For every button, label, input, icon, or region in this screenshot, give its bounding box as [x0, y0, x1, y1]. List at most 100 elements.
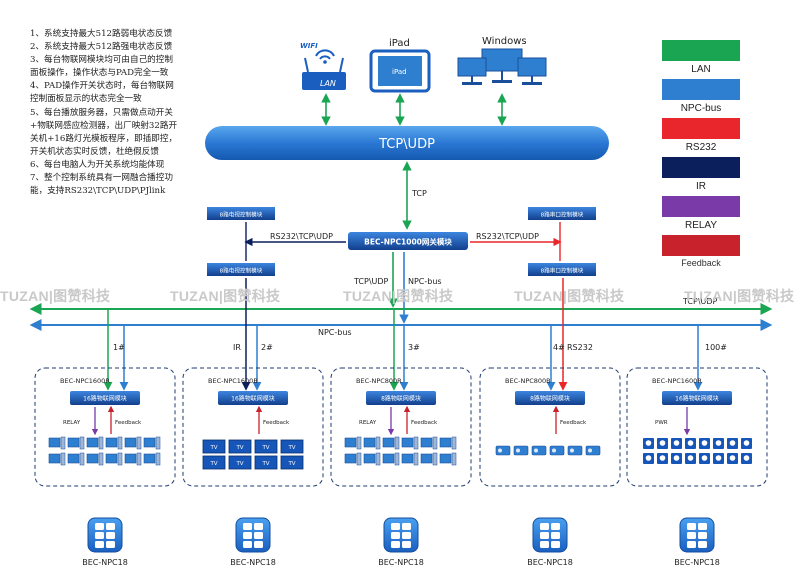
pc-tower-icon: [451, 436, 457, 450]
light-bulb-glow-icon: [715, 455, 722, 461]
windows-workstation-icon: [457, 48, 547, 85]
tv-control-module-top: [207, 207, 275, 220]
pc-monitor-icon: [420, 453, 433, 464]
legend-item: LAN: [662, 40, 740, 79]
serial-control-module-top-label: 8路串口控制模块: [541, 211, 584, 219]
pc-tower-icon: [136, 452, 142, 466]
pc-monitor-icon: [48, 453, 61, 464]
tv-icon: [280, 455, 304, 470]
relay-label: RELAY: [63, 420, 81, 426]
panel-label: BEC-NPC18: [82, 558, 128, 567]
group-frame: [479, 367, 621, 487]
tv-icon: [202, 439, 226, 454]
legend-item: NPC-bus: [662, 79, 740, 118]
projector-icon: [567, 445, 583, 456]
panel-key: [540, 541, 549, 548]
panel-key: [687, 532, 696, 539]
light-bulb-glow-icon: [701, 440, 708, 446]
legend-swatch: [662, 79, 740, 100]
tv-icon: [228, 455, 252, 470]
drop-label-3: 3#: [408, 343, 420, 352]
tv-icon-label: TV: [235, 445, 243, 451]
panel-label: BEC-NPC18: [527, 558, 573, 567]
pc-monitor-icon: [382, 453, 395, 464]
panel-key: [540, 523, 549, 530]
iot-module: [366, 391, 436, 405]
pc-monitor-icon: [67, 437, 80, 448]
light-bulb-glow-icon: [659, 440, 666, 446]
legend-item: Feedback: [662, 235, 740, 268]
panel-body: [235, 517, 271, 553]
pc-tower-icon: [432, 452, 438, 466]
iot-module-label: 8路物联网模块: [381, 395, 421, 403]
pc-monitor-icon: [86, 437, 99, 448]
light-bulb-glow-icon: [701, 455, 708, 461]
group-model-label: BEC-NPC1600B: [208, 377, 258, 385]
legend-swatch: [662, 40, 740, 61]
panel-key: [540, 532, 549, 539]
proj-device-grid: [495, 445, 601, 456]
pc-tower-icon: [356, 452, 362, 466]
iot-module: [70, 391, 140, 405]
relay-label: PWR: [655, 420, 668, 426]
panel-key: [687, 523, 696, 530]
panel-key: [551, 523, 560, 530]
iot-module: [218, 391, 288, 405]
relay-label: RELAY: [359, 420, 377, 426]
link-left-label: RS232\TCP\UDP: [270, 232, 333, 241]
pc-monitor-icon: [363, 437, 376, 448]
pc-tower-icon: [155, 436, 161, 450]
light-bulb-glow-icon: [673, 455, 680, 461]
iot-module: [515, 391, 585, 405]
note-line: 面板操作，操作状态与PAD完全一致: [30, 68, 169, 79]
panel-body: [383, 517, 419, 553]
note-line: 开关机状态实时反馈，杜绝假反馈: [30, 146, 159, 157]
legend-item: IR: [662, 157, 740, 196]
feedback-label: Feedback: [263, 420, 290, 426]
bus-npc-bus-label: NPC-bus: [318, 328, 352, 337]
lan-label: LAN: [320, 79, 336, 88]
group-model-label: BEC-NPC800R: [356, 377, 402, 385]
pc-device-grid: [344, 436, 457, 466]
iot-module-label: 16路物联网模块: [83, 395, 127, 403]
pc-monitor-icon: [86, 453, 99, 464]
legend-swatch: [662, 118, 740, 139]
tcp-udp-bar-label: TCP\UDP: [378, 137, 435, 152]
pc-monitor-icon: [344, 437, 357, 448]
note-line: 能，支持RS232\TCP\UDP\PJlink: [30, 186, 166, 197]
light-bulb-glow-icon: [743, 440, 750, 446]
legend-label: RS232: [685, 142, 717, 153]
pc-tower-icon: [155, 452, 161, 466]
panel-key: [698, 532, 707, 539]
panel-key: [698, 541, 707, 548]
panel-key: [243, 532, 252, 539]
panel-body: [532, 517, 568, 553]
note-line: 5、每台播放服务器，只需做点动开关: [30, 107, 173, 118]
light-bulb-glow-icon: [645, 440, 652, 446]
panel-key: [106, 532, 115, 539]
gateway-module: [348, 232, 468, 250]
projector-icon: [585, 445, 601, 456]
wifi-label: WIFI: [300, 42, 318, 50]
tv-control-module-bottom-label: 8路电视控制模块: [220, 267, 263, 275]
panel-key: [254, 523, 263, 530]
iot-module-label: 16路物联网模块: [675, 395, 719, 403]
light-bulb-glow-icon: [687, 440, 694, 446]
tv-icon: [202, 455, 226, 470]
feedback-label: Feedback: [560, 420, 587, 426]
panel-key: [402, 532, 411, 539]
drop-label-1: 1#: [113, 343, 125, 352]
feedback-label: Feedback: [411, 420, 438, 426]
pc-monitor-icon: [48, 437, 61, 448]
panel-key: [391, 541, 400, 548]
legend-label: Feedback: [681, 258, 721, 268]
group-frame: [626, 367, 768, 487]
panel-key: [243, 541, 252, 548]
tv-icon-label: TV: [287, 445, 295, 451]
group-model-label: BEC-NPC1600R: [60, 377, 110, 385]
tv-icon-label: TV: [209, 445, 217, 451]
